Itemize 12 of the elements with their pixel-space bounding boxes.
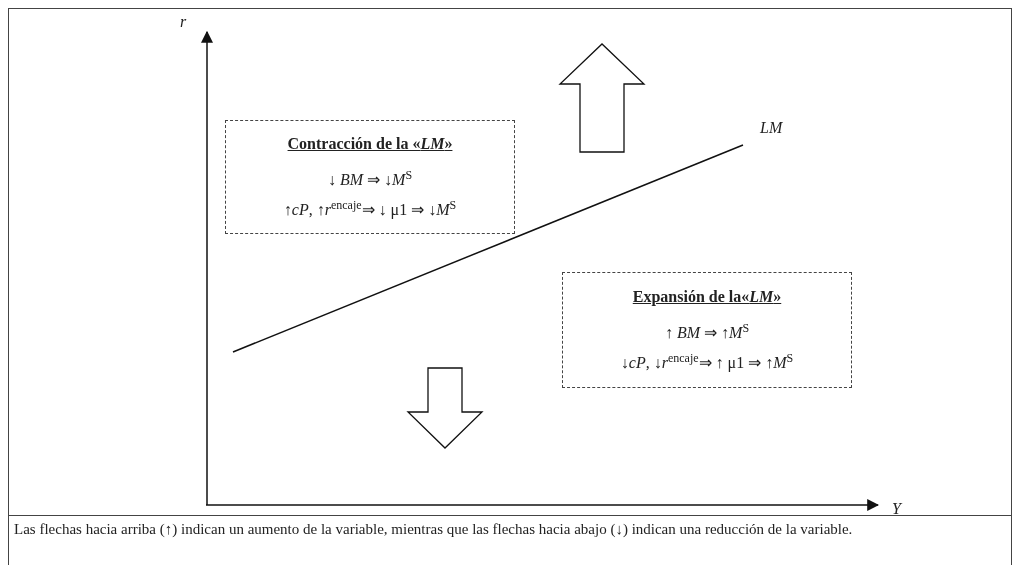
caption: Las flechas hacia arriba (↑) indican un aumento de la variable, mientras que las flechas hacia abajo (↓) indican una reducción de la variable. (14, 520, 854, 539)
formula-text: ↑cP, ↑r$^{encaje}$⇒ ↓ μ1 ⇒ ↓M$^{S}$ (283, 198, 457, 221)
axis-label: r (180, 12, 187, 32)
formula-text: ↑ BM ⇒ ↑M$^{S}$ (664, 321, 750, 343)
formula-text: ↓cP, ↓r$^{encaje}$⇒ ↑ μ1 ⇒ ↑M$^{S}$ (620, 351, 794, 374)
box-heading: Contracción de la «LM» (287, 134, 453, 154)
formula-text: ↓ BM ⇒ ↓M$^{S}$ (327, 168, 413, 190)
dashed-note-box (562, 272, 852, 388)
box-heading: Expansión de la«LM» (632, 287, 782, 308)
dashed-note-box (225, 120, 515, 234)
axis-label: LM (760, 118, 783, 138)
axis-label: Y (892, 499, 901, 519)
